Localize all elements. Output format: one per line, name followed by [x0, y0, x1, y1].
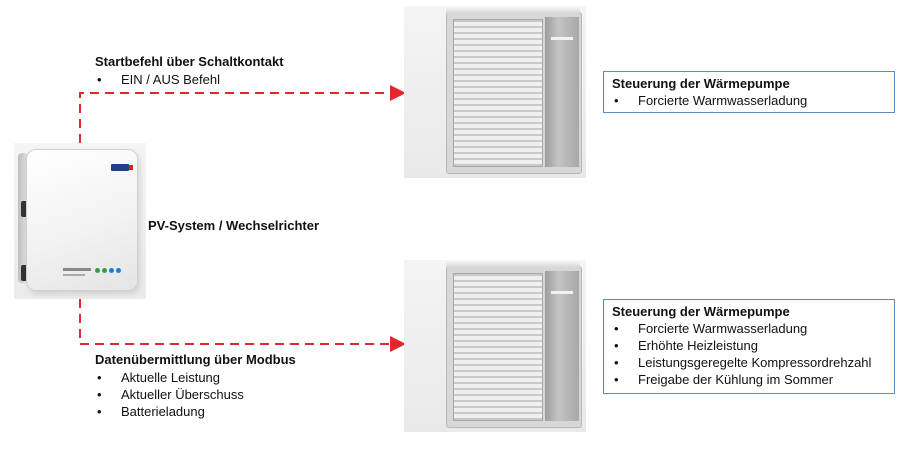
brand-logo-icon	[111, 164, 133, 171]
bottom-arrow	[79, 299, 406, 352]
box-list: Forcierte Warmwasserladung	[612, 92, 886, 109]
top-arrow	[79, 85, 406, 143]
heat-pump-control-box-top: Steuerung der Wärmepumpe Forcierte Warmw…	[603, 71, 895, 113]
side-panel	[545, 271, 579, 421]
side-panel	[545, 17, 579, 167]
heat-pump-control-box-bottom: Steuerung der Wärmepumpe Forcierte Warmw…	[603, 299, 895, 394]
list-item: Forcierte Warmwasserladung	[612, 92, 886, 109]
status-led-icon	[95, 268, 121, 273]
inverter-front	[26, 149, 138, 291]
list-item: Erhöhte Heizleistung	[612, 337, 886, 354]
list-item: Batterieladung	[95, 403, 296, 420]
box-list: Forcierte Warmwasserladung Erhöhte Heizl…	[612, 320, 886, 388]
list-item: Forcierte Warmwasserladung	[612, 320, 886, 337]
box-title: Steuerung der Wärmepumpe	[612, 304, 790, 319]
inverter-icon	[14, 143, 146, 299]
list-item: EIN / AUS Befehl	[95, 71, 284, 88]
bottom-connection-info: Datenübermittlung über Modbus Aktuelle L…	[95, 352, 296, 420]
box-title: Steuerung der Wärmepumpe	[612, 76, 790, 91]
bottom-connection-title: Datenübermittlung über Modbus	[95, 352, 296, 367]
list-item: Leistungsgeregelte Kompressordrehzahl	[612, 354, 886, 371]
inverter-label: PV-System / Wechselrichter	[148, 218, 320, 233]
bottom-connection-list: Aktuelle Leistung Aktueller Überschuss B…	[95, 369, 296, 420]
top-connection-title: Startbefehl über Schaltkontakt	[95, 54, 284, 69]
top-connection-info: Startbefehl über Schaltkontakt EIN / AUS…	[95, 54, 284, 88]
fan-grille	[453, 273, 543, 421]
inverter-side-panel	[18, 153, 28, 283]
list-item: Freigabe der Kühlung im Sommer	[612, 371, 886, 388]
heat-pump-icon	[404, 260, 586, 432]
top-connection-list: EIN / AUS Befehl	[95, 71, 284, 88]
heat-pump-icon	[404, 6, 586, 178]
list-item: Aktueller Überschuss	[95, 386, 296, 403]
list-item: Aktuelle Leistung	[95, 369, 296, 386]
fan-grille	[453, 19, 543, 167]
